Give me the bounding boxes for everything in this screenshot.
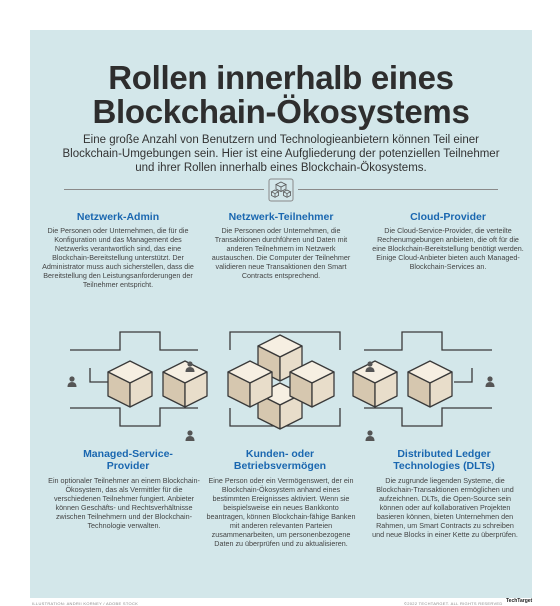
- user-icon: [185, 430, 195, 441]
- section-title-cloud-provider: Cloud-Provider: [410, 211, 486, 223]
- intro-text: Eine große Anzahl von Benutzern und Tech…: [62, 134, 500, 174]
- infographic-poster: Rollen innerhalb eines Blockchain-Ökosys…: [30, 30, 532, 606]
- divider-line-left: [64, 189, 264, 190]
- section-body-dlt: Die zugrunde liegenden Systeme, die Bloc…: [372, 476, 518, 539]
- block-cube: [162, 360, 208, 408]
- block-cube: [352, 360, 398, 408]
- section-title-network-participant: Netzwerk-Teilnehmer: [228, 211, 334, 223]
- section-title-managed-service-provider: Managed-Service-Provider: [83, 448, 173, 472]
- section-body-network-participant: Die Personen oder Unternehmen, die Trans…: [211, 226, 351, 280]
- section-body-managed-service-provider: Ein optionaler Teilnehmer an einem Block…: [48, 476, 200, 530]
- block-cube: [407, 360, 453, 408]
- blockchain-network-illustration: [67, 331, 495, 441]
- section-body-customer-assets: Eine Person oder ein Vermögenswert, der …: [206, 476, 356, 548]
- user-icon: [485, 376, 495, 387]
- user-icon: [67, 376, 77, 387]
- section-title-customer-assets: Kunden- oder Betriebsvermögen: [233, 448, 327, 472]
- block-cube: [107, 360, 153, 408]
- brand-logo: TechTarget: [506, 598, 533, 604]
- section-body-network-admin: Die Personen oder Unternehmen, die für d…: [42, 226, 194, 289]
- title-line-2: Blockchain-Ökosystems: [92, 93, 470, 130]
- user-icon: [365, 430, 375, 441]
- section-title-dlt: Distributed Ledger Technologies (DLTs): [393, 448, 495, 472]
- blockchain-cubes-icon: [268, 178, 294, 202]
- title-line-1: Rollen innerhalb eines: [108, 59, 454, 96]
- divider-line-right: [298, 189, 498, 190]
- section-title-network-admin: Netzwerk-Admin: [76, 211, 160, 223]
- section-body-cloud-provider: Die Cloud-Service-Provider, die verteilt…: [372, 226, 524, 271]
